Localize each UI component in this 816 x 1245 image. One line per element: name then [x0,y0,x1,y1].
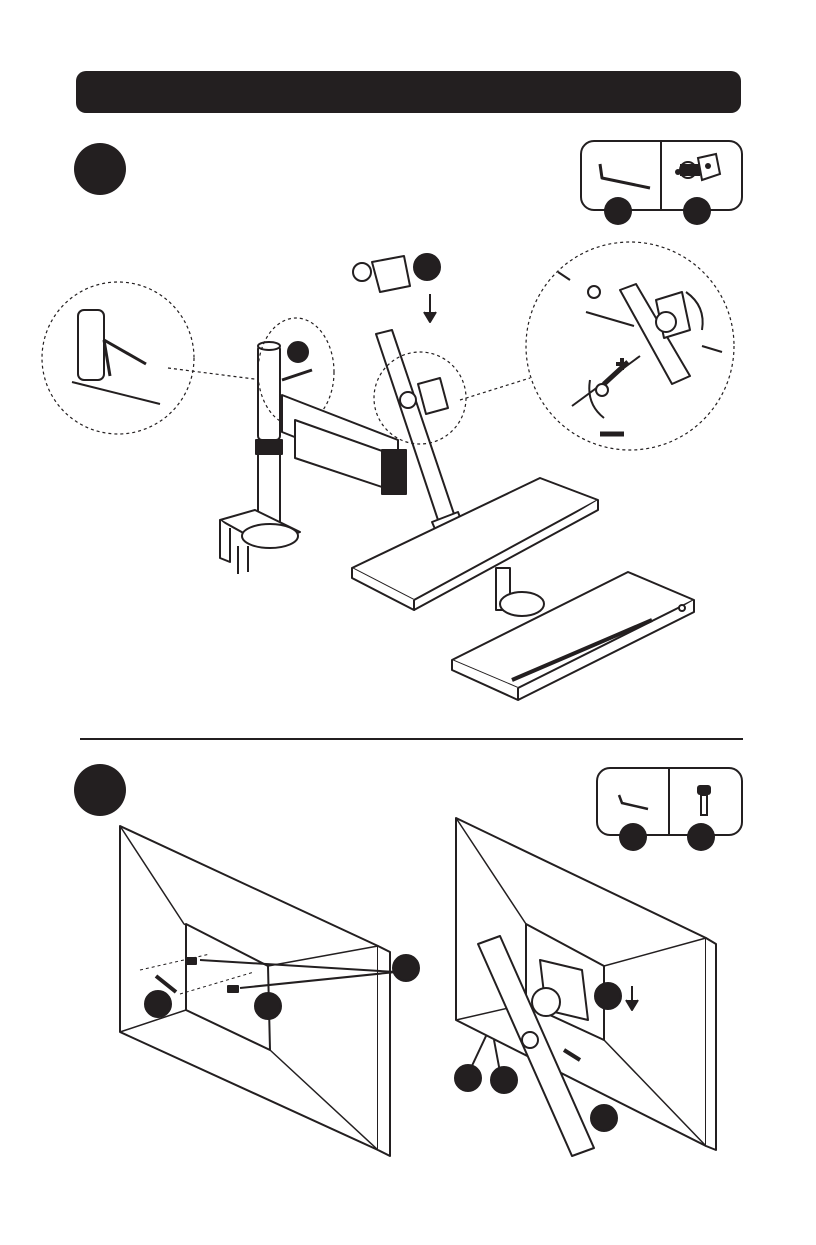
step-2-illustration [0,0,816,1245]
